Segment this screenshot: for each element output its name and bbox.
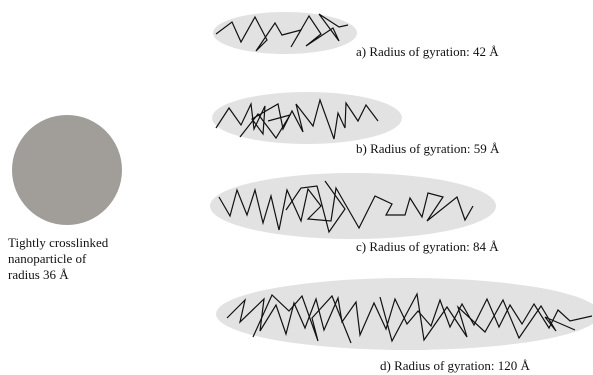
nanoparticle-caption-line: nanoparticle of (8, 251, 108, 267)
coil-d-label: d) Radius of gyration: 120 Å (380, 358, 530, 374)
nanoparticle-caption-line: Tightly crosslinked (8, 235, 108, 251)
coil-d (216, 278, 593, 350)
coil-b (212, 92, 402, 144)
nanoparticle-caption: Tightly crosslinked nanoparticle of radi… (8, 235, 108, 283)
coil-a-label: a) Radius of gyration: 42 Å (356, 44, 499, 60)
nanoparticle-sphere (12, 115, 122, 225)
coil-d-envelope (216, 278, 593, 350)
coil-a (213, 12, 357, 54)
nanoparticle-caption-line: radius 36 Å (8, 267, 108, 283)
coil-c-label: c) Radius of gyration: 84 Å (356, 239, 499, 255)
coil-b-label: b) Radius of gyration: 59 Å (356, 141, 499, 157)
coil-c-envelope (210, 173, 496, 239)
coil-c (210, 173, 496, 239)
